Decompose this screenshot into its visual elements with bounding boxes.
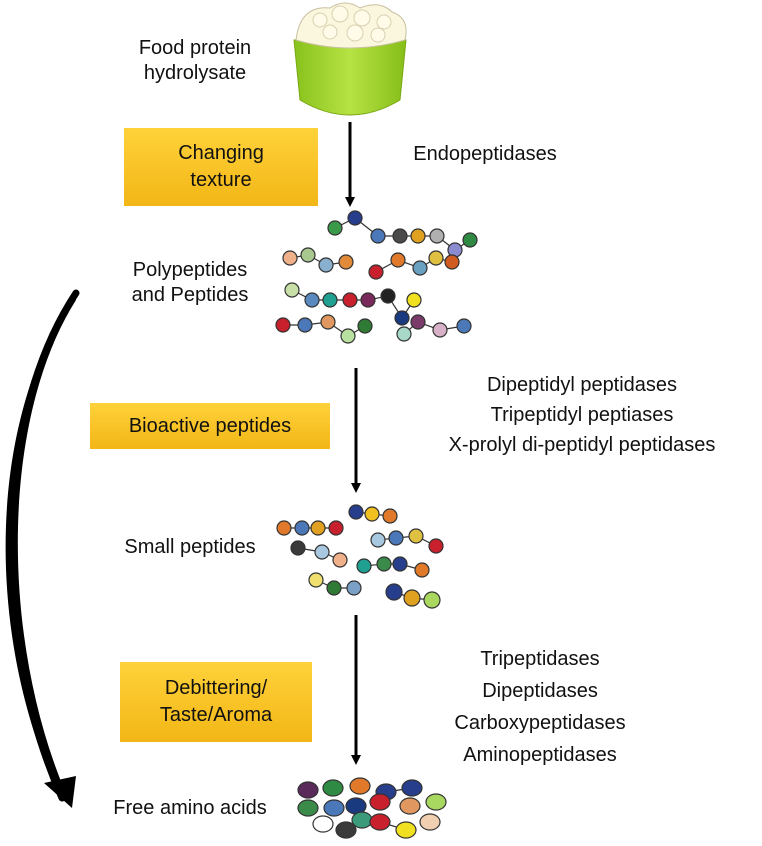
- function-box-debittering: Debittering/ Taste/Aroma: [120, 662, 312, 742]
- function-box-texture: Changing texture: [124, 128, 318, 206]
- curved-bypass-arrow: [5, 289, 80, 808]
- source-label: Food protein hydrolysate: [138, 37, 252, 84]
- stage-label-free-amino-acids: Free amino acids: [113, 797, 267, 819]
- stage-label-polypeptides: Polypeptides and Peptides: [131, 259, 249, 306]
- enzyme-list-1: Endopeptidases: [413, 143, 557, 165]
- free-amino-acids: [297, 777, 447, 839]
- small-peptide-chains: [276, 504, 444, 609]
- stage-label-small-peptides: Small peptides: [124, 536, 256, 558]
- polypeptide-chains: [275, 210, 478, 344]
- enzyme-list-2: Dipeptidyl peptidases Tripeptidyl peptia…: [448, 374, 716, 456]
- enzyme-list-3: Tripeptidases Dipeptidases Carboxypeptid…: [454, 648, 626, 766]
- function-box-bioactive: Bioactive peptides: [90, 403, 330, 449]
- food-cup-icon: [293, 2, 407, 116]
